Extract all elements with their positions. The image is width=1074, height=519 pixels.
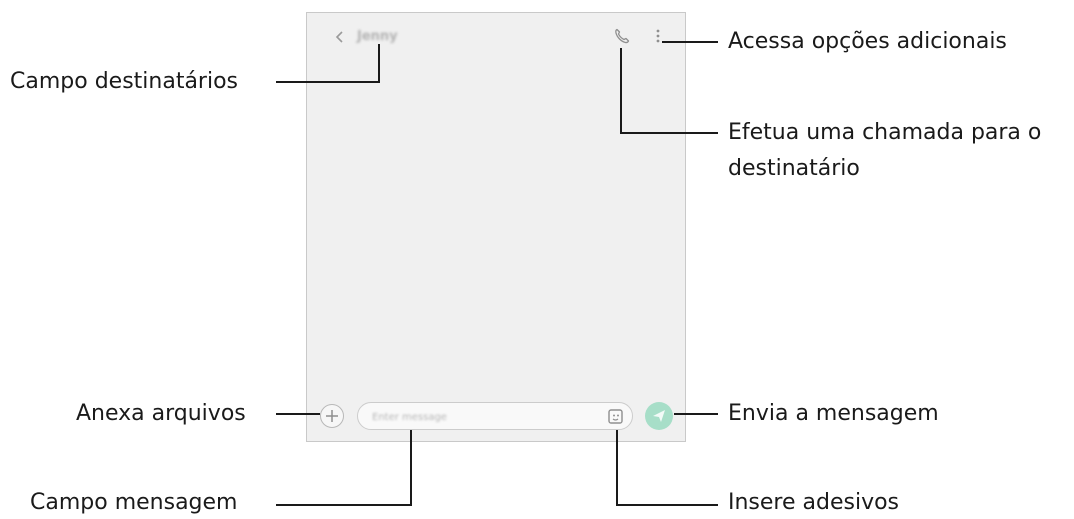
callout-line-recipients-h [276, 81, 380, 83]
label-recipients-field: Campo destinatários [10, 69, 239, 94]
label-message-field: Campo mensagem [30, 490, 238, 515]
callout-line-call-h [620, 132, 718, 134]
callout-line-sticker-v [616, 430, 618, 506]
callout-line-send [674, 413, 718, 415]
phone-icon[interactable] [613, 27, 631, 45]
callout-line-sticker-h [616, 504, 718, 506]
message-input[interactable] [370, 407, 594, 427]
send-button[interactable] [645, 402, 673, 430]
chevron-left-icon[interactable] [333, 29, 347, 43]
callout-line-message-h [276, 504, 412, 506]
callout-line-more-options [662, 41, 718, 43]
callout-line-recipients-v [378, 44, 380, 83]
label-call-line2: destinatário [728, 156, 860, 181]
conversation-screen: Jenny [306, 12, 686, 442]
sticker-icon[interactable] [607, 408, 625, 426]
more-vertical-icon[interactable] [655, 27, 661, 45]
message-field[interactable] [357, 402, 633, 430]
attach-button[interactable] [320, 404, 344, 428]
callout-line-call-v [620, 48, 622, 134]
label-attach-files: Anexa arquivos [76, 401, 246, 426]
label-insert-stickers: Insere adesivos [728, 490, 900, 515]
label-more-options: Acessa opções adicionais [728, 29, 1007, 54]
callout-line-attach [276, 413, 320, 415]
callout-line-message-v [410, 430, 412, 506]
label-send-message: Envia a mensagem [728, 401, 939, 426]
recipient-field[interactable]: Jenny [357, 29, 398, 44]
label-call-line1: Efetua uma chamada para o [728, 120, 1042, 145]
